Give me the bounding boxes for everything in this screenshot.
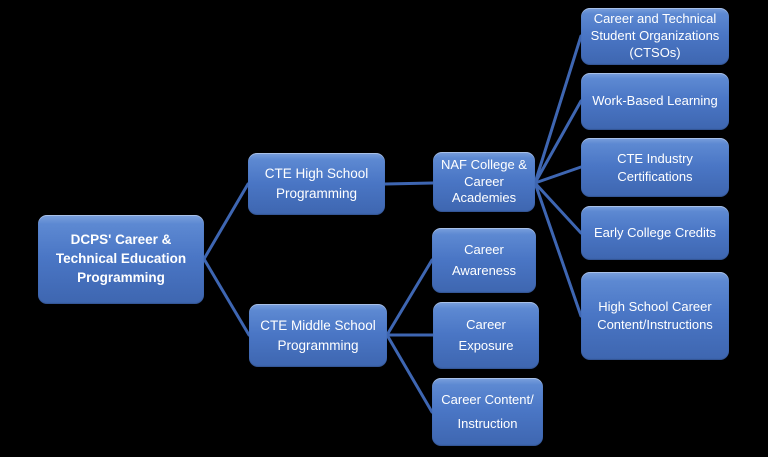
edge-cte-middle-awareness: [385, 258, 434, 337]
node-career-awareness: Career Awareness: [432, 228, 536, 293]
node-high-school-career-content: High School Career Content/Instructions: [581, 272, 729, 360]
node-cte-industry-certifications: CTE Industry Certifications: [581, 138, 729, 197]
node-dcps-cte-programming: DCPS' Career & Technical Education Progr…: [38, 215, 204, 304]
edge-naf-hs-career: [533, 181, 583, 318]
edge-naf-wbl: [533, 99, 583, 185]
edge-cte-high-naf: [383, 181, 435, 186]
node-cte-high-school-programming: CTE High School Programming: [248, 153, 385, 215]
edge-root-cte-middle: [202, 257, 251, 337]
node-early-college-credits: Early College Credits: [581, 206, 729, 260]
edge-naf-industry: [533, 165, 583, 185]
node-career-exposure: Career Exposure: [433, 302, 539, 369]
edge-root-cte-high: [202, 182, 250, 261]
node-work-based-learning: Work-Based Learning: [581, 73, 729, 130]
edge-cte-middle-content: [385, 333, 434, 414]
node-career-content-instruction: Career Content/ Instruction: [432, 378, 543, 446]
node-naf-college-career-academies: NAF College & Career Academies: [433, 152, 535, 212]
edge-naf-early: [533, 181, 583, 235]
node-ctsos: Career and Technical Student Organizatio…: [581, 8, 729, 65]
edge-naf-ctsos: [533, 34, 583, 185]
node-cte-middle-school-programming: CTE Middle School Programming: [249, 304, 387, 367]
